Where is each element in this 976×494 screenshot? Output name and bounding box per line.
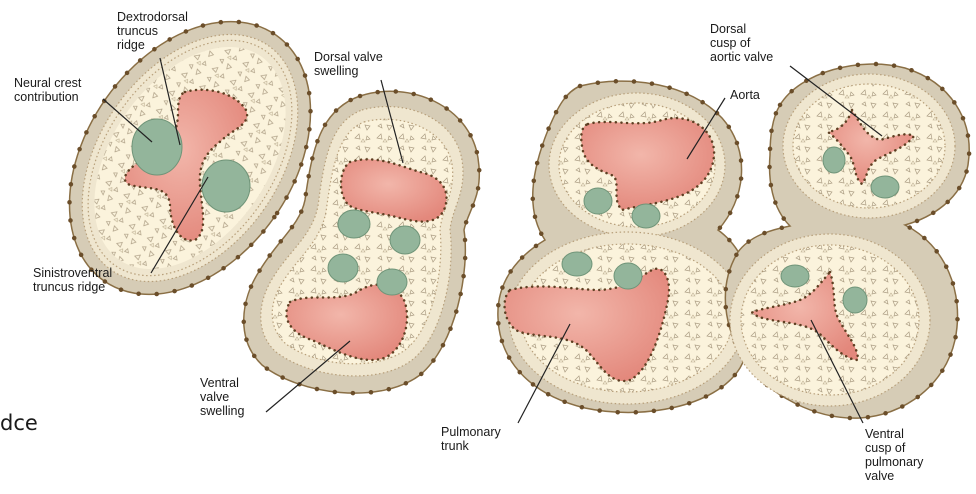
cushion-sinistroventral	[202, 160, 250, 212]
cushion-pulmonary-right	[843, 287, 867, 313]
cushion-pulmonary-right	[614, 263, 642, 289]
cushion-left	[328, 254, 358, 282]
cushion-ventral	[377, 269, 407, 295]
cushion-pulmonary-top	[781, 265, 809, 287]
cushion-aorta-left	[584, 188, 612, 214]
label-dorsal-cusp-aortic-valve: Dorsal cusp of aortic valve	[710, 22, 773, 64]
label-ventral-valve-swelling: Ventral valve swelling	[200, 376, 244, 418]
cushion-right	[390, 226, 420, 254]
label-dextrodorsal-truncus-ridge: Dextrodorsal truncus ridge	[117, 10, 188, 52]
stage-3-cross-section	[498, 81, 754, 412]
cushion-aorta-right	[632, 204, 660, 228]
label-sinistroventral-truncus-ridge: Sinistroventral truncus ridge	[33, 266, 112, 294]
label-ventral-cusp-pulmonary-valve: Ventral cusp of pulmonary valve	[865, 427, 923, 483]
cushion-dextrodorsal	[132, 119, 182, 175]
cushion-aorta-right	[871, 176, 899, 198]
stage-4-cross-section	[725, 64, 969, 418]
label-neural-crest-contribution: Neural crest contribution	[14, 76, 81, 104]
cushion-dorsal	[338, 210, 370, 238]
label-aorta: Aorta	[730, 88, 760, 102]
page-fragment-text: dce	[0, 411, 38, 435]
label-dorsal-valve-swelling: Dorsal valve swelling	[314, 50, 383, 78]
cushion-pulmonary-left	[562, 252, 592, 276]
cushion-aorta-left	[823, 147, 845, 173]
label-pulmonary-trunk: Pulmonary trunk	[441, 425, 501, 453]
